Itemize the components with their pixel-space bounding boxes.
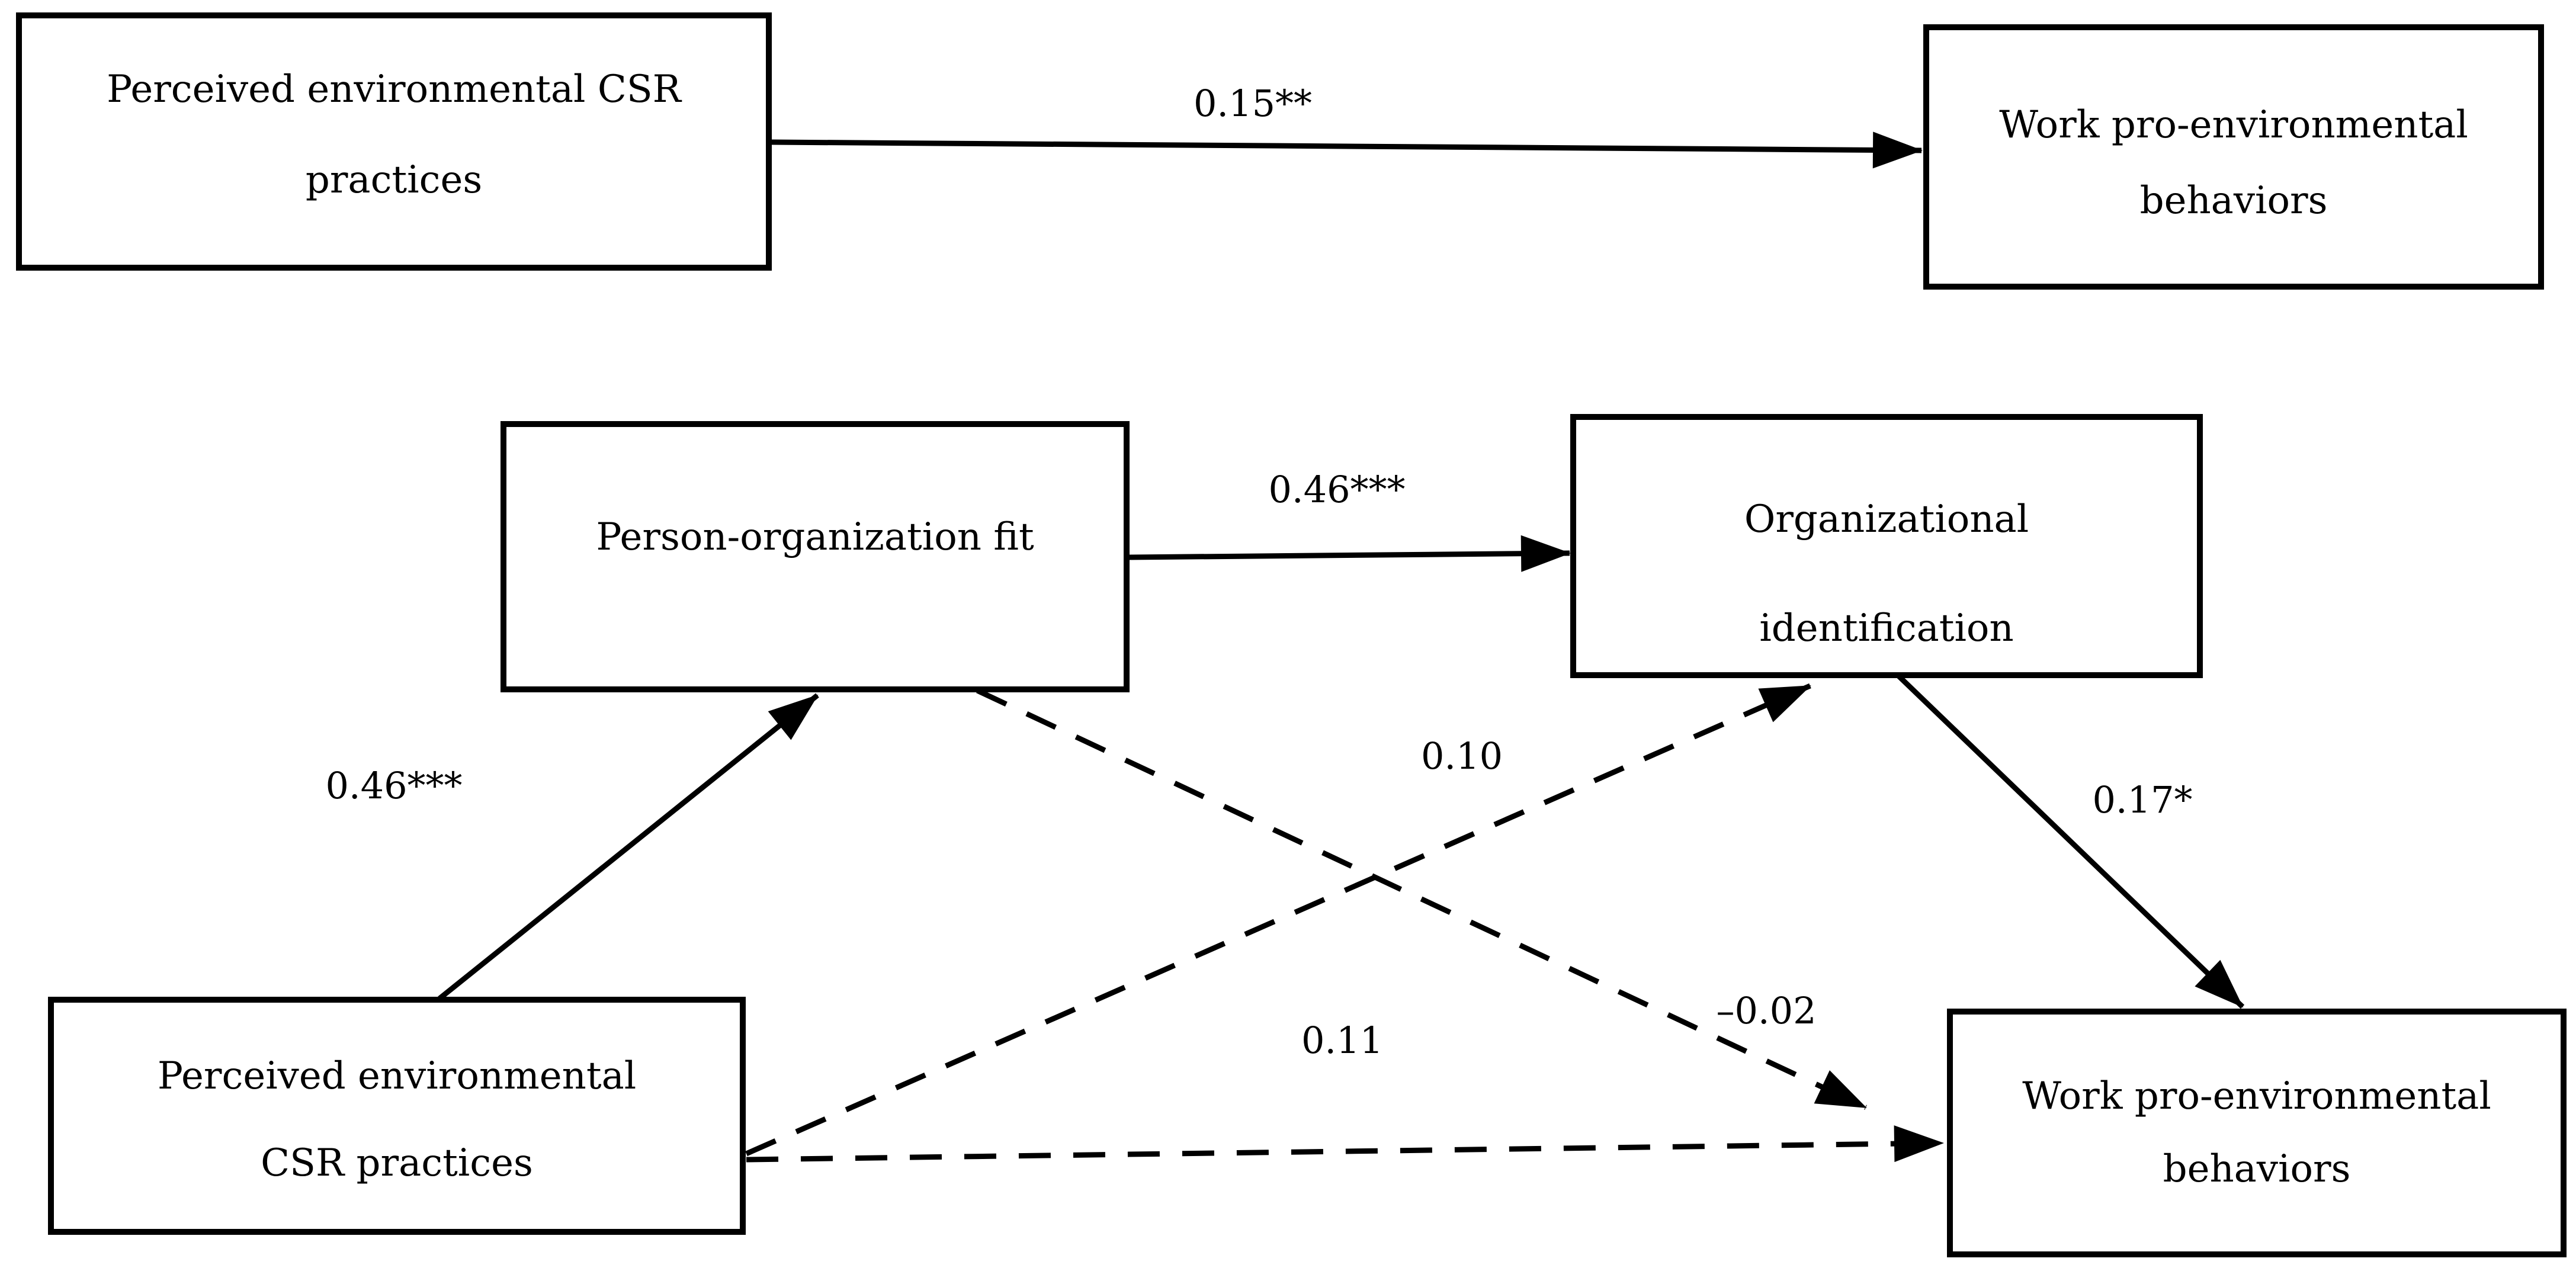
node-direct-csr-box xyxy=(16,12,772,271)
edge-direct-csr-to-wpb-label: 0.15** xyxy=(1194,82,1312,125)
edge-csr-to-wpb-dashed xyxy=(746,1125,1944,1163)
node-csr-label-line1: Perceived environmental xyxy=(158,1054,636,1098)
edge-oi-to-wpb xyxy=(1897,674,2245,1009)
node-wpb-box xyxy=(1947,1009,2567,1257)
node-csr-box xyxy=(48,997,746,1235)
node-wpb-label-line2: behaviors xyxy=(2163,1147,2351,1191)
edge-direct-csr-to-wpb xyxy=(771,131,1923,169)
edge-oi-to-wpb-label: 0.17* xyxy=(2092,778,2192,821)
edge-pof-to-wpb-label: –0.02 xyxy=(1716,989,1816,1032)
node-oi-box xyxy=(1570,414,2203,678)
edge-csr-to-wpb-label: 0.11 xyxy=(1301,1019,1383,1062)
node-direct-wpb-label-line2: behaviors xyxy=(2140,179,2328,223)
node-csr-label-line2: CSR practices xyxy=(261,1141,533,1185)
edge-pof-to-oi xyxy=(1128,535,1571,572)
node-csr-practices: Perceived environmental CSR practices xyxy=(48,997,746,1235)
edge-csr-to-oi-dashed xyxy=(745,683,1811,1157)
node-direct-csr-practices: Perceived environmental CSR practices xyxy=(16,12,772,271)
node-oi-label-line1: Organizational xyxy=(1744,497,2029,541)
edge-csr-to-oi-label: 0.10 xyxy=(1421,734,1503,778)
node-direct-csr-label-line1: Perceived environmental CSR xyxy=(107,68,682,111)
node-direct-csr-label-line2: practices xyxy=(306,158,482,202)
edge-pof-to-oi-label: 0.46*** xyxy=(1268,468,1405,511)
node-pof-box xyxy=(501,421,1130,692)
node-oi-label-line2: identification xyxy=(1759,606,2013,650)
node-direct-wpb-box xyxy=(1923,24,2544,290)
node-pof: Person-organization fit xyxy=(501,421,1130,692)
node-wpb: Work pro-environmental behaviors xyxy=(1947,1009,2567,1257)
node-pof-label: Person-organization fit xyxy=(596,515,1034,559)
node-oi: Organizational identification xyxy=(1570,414,2203,678)
node-direct-wpb-label-line1: Work pro-environmental xyxy=(1999,103,2468,147)
node-wpb-label-line1: Work pro-environmental xyxy=(2022,1074,2491,1118)
node-direct-wpb: Work pro-environmental behaviors xyxy=(1923,24,2544,290)
edge-csr-to-pof xyxy=(438,693,819,1001)
edge-csr-to-pof-label: 0.46*** xyxy=(325,764,462,807)
edge-pof-to-wpb-dashed xyxy=(976,688,1867,1110)
